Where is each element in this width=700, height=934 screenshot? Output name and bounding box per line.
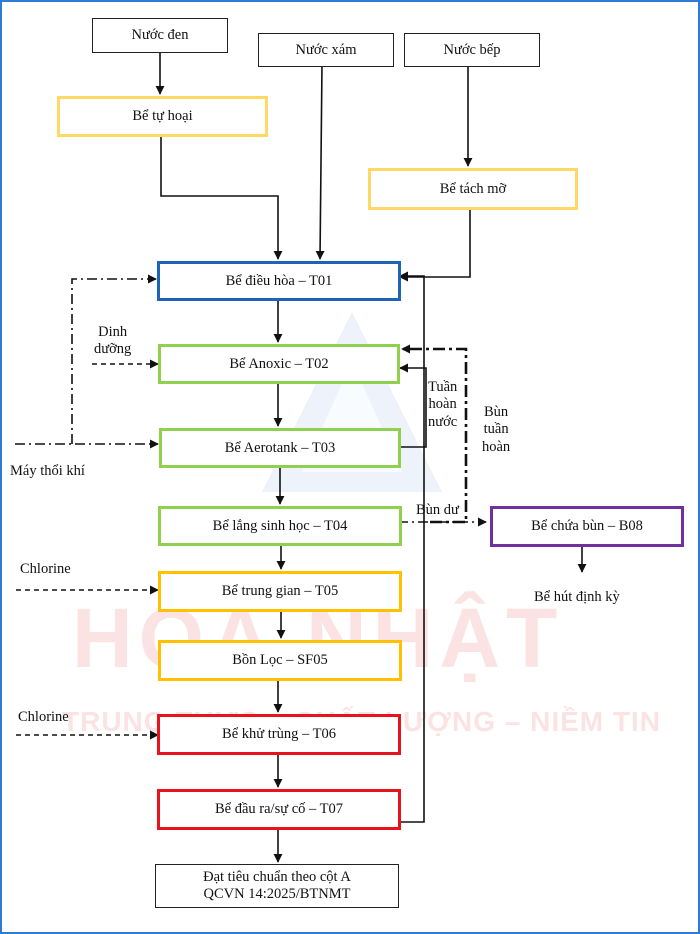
label-tuan-hoan-nuoc-line3: nước bbox=[428, 413, 458, 430]
label-dinh-duong: Dinh dưỡng bbox=[94, 324, 131, 359]
label-chlorine-khu-trung: Chlorine bbox=[18, 709, 69, 725]
tank-dieu-hoa-t01: Bể điều hòa – T01 bbox=[157, 261, 401, 301]
arrow-xam-to-dieuhoa bbox=[315, 63, 325, 260]
tank-aerotank-t03: Bể Aerotank – T03 bbox=[159, 428, 401, 468]
source-nuoc-den: Nước đen bbox=[92, 18, 228, 53]
label-chlorine-trung-gian: Chlorine bbox=[20, 561, 71, 577]
tank-tach-mo: Bể tách mỡ bbox=[368, 168, 578, 210]
tank-bon-loc-sf05: Bồn Lọc – SF05 bbox=[158, 640, 402, 681]
source-nuoc-bep: Nước bếp bbox=[404, 33, 540, 67]
tank-khu-trung-t06: Bể khử trùng – T06 bbox=[157, 714, 401, 755]
air-line-dieuhoa bbox=[71, 274, 157, 444]
label-may-thoi-khi: Máy thổi khí bbox=[10, 463, 85, 479]
tank-anoxic-t02: Bể Anoxic – T02 bbox=[158, 344, 400, 384]
label-tuan-hoan-nuoc-line1: Tuần bbox=[428, 379, 458, 395]
label-tuan-hoan-nuoc: Tuần hoàn nước bbox=[428, 379, 457, 431]
label-bun-tuan-hoan-line3: hoàn bbox=[482, 438, 511, 455]
tank-lang-sinh-hoc-t04: Bể lắng sinh học – T04 bbox=[158, 506, 402, 546]
label-bun-tuan-hoan-line1: Bùn bbox=[484, 404, 509, 420]
tank-chua-bun-b08: Bể chứa bùn – B08 bbox=[490, 506, 684, 547]
arrow-tachmo-to-dieuhoa bbox=[399, 207, 471, 282]
label-be-hut-dinh-ky: Bể hút định kỳ bbox=[534, 589, 620, 605]
output-standard: Đạt tiêu chuẩn theo cột A QCVN 14:2025/B… bbox=[155, 864, 399, 908]
arrow-water-recirculation bbox=[398, 363, 427, 448]
sludge-recirculation-line bbox=[401, 344, 468, 524]
tank-tu-hoai: Bể tự hoại bbox=[57, 96, 268, 137]
tank-trung-gian-t05: Bể trung gian – T05 bbox=[158, 571, 402, 612]
output-line-1: Đạt tiêu chuẩn theo cột A bbox=[203, 869, 351, 886]
label-bun-tuan-hoan: Bùn tuần hoàn bbox=[482, 404, 510, 456]
label-bun-du: Bùn dư bbox=[416, 502, 459, 518]
arrow-overflow-return bbox=[398, 271, 425, 823]
label-dinh-duong-line1: Dinh bbox=[98, 324, 128, 340]
arrow-tuhoai-to-dieuhoa bbox=[160, 134, 283, 260]
label-bun-tuan-hoan-line2: tuần bbox=[483, 421, 509, 438]
output-line-2: QCVN 14:2025/BTNMT bbox=[203, 886, 351, 902]
label-tuan-hoan-nuoc-line2: hoàn bbox=[428, 396, 457, 413]
label-dinh-duong-line2: dưỡng bbox=[94, 341, 132, 358]
source-nuoc-xam: Nước xám bbox=[258, 33, 394, 67]
tank-dau-ra-t07: Bể đầu ra/sự cố – T07 bbox=[157, 789, 401, 830]
